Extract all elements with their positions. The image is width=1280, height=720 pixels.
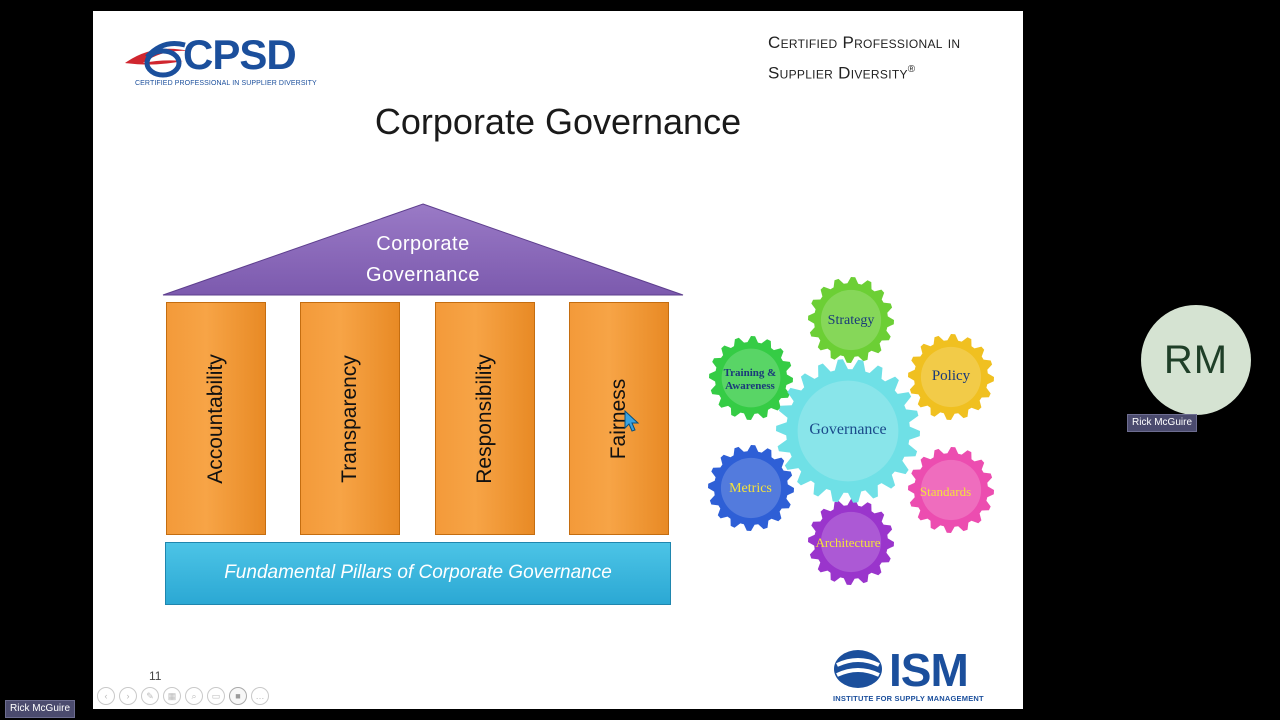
gear-label-metrics: Metrics [729, 481, 772, 496]
gear-label-training: Training & Awareness [715, 367, 785, 393]
gear-label-strategy: Strategy [827, 313, 875, 328]
pillar-label: Responsibility [473, 353, 496, 484]
registered-mark: ® [907, 64, 916, 75]
gear-training-highlight [721, 348, 781, 408]
temple-base-label: Fundamental Pillars of Corporate Governa… [224, 562, 612, 583]
swoosh-icon [125, 41, 189, 78]
ism-emblem-icon [834, 650, 882, 688]
gear-governance-highlight [797, 380, 899, 482]
gear-architecture-highlight [820, 511, 882, 573]
gear-label-training-line1: Training & [723, 367, 777, 379]
cpsd-logo-tagline: CERTIFIED PROFESSIONAL IN SUPPLIER DIVER… [135, 80, 317, 87]
cpsd-logo-word: CPSD [183, 31, 297, 78]
gear-metrics [708, 445, 794, 531]
gear-label-architecture: Architecture [815, 535, 881, 550]
mouse-cursor-icon [624, 409, 640, 432]
pen-icon[interactable]: ✎ [141, 687, 159, 705]
gear-strategy [808, 277, 894, 363]
certification-title: Certified Professional in Supplier Diver… [768, 29, 960, 87]
more-options-icon[interactable]: … [251, 687, 269, 705]
slide-title: Corporate Governance [374, 101, 742, 142]
gear-label-standards: Standards [919, 484, 972, 499]
pillar-responsibility: Responsibility [435, 302, 535, 535]
gear-standards-highlight [920, 459, 982, 521]
roof-label: Corporate Governance [323, 229, 523, 291]
gear-metrics-highlight [720, 457, 782, 519]
screen-icon[interactable]: ▭ [207, 687, 225, 705]
ism-logo-tagline: INSTITUTE FOR SUPPLY MANAGEMENT [833, 694, 984, 703]
gear-strategy-highlight [820, 289, 882, 351]
gear-governance [776, 359, 920, 503]
ism-logo-word: ISM [889, 644, 969, 696]
cpsd-logo: CPSD CERTIFIED PROFESSIONAL IN SUPPLIER … [123, 31, 317, 95]
participant-avatar[interactable]: RM [1141, 305, 1251, 415]
gears-graphic [708, 277, 994, 585]
gear-label-policy: Policy [931, 368, 971, 384]
participant-initials: RM [1163, 337, 1229, 382]
governance-gears: Governance Strategy Policy Training & Aw… [708, 271, 1008, 601]
all-slides-icon[interactable]: ▦ [163, 687, 181, 705]
roof-label-line2: Governance [366, 264, 480, 286]
pillar-accountability: Accountability [166, 302, 266, 535]
ism-logo: ISM INSTITUTE FOR SUPPLY MANAGEMENT [831, 647, 1001, 705]
zoom-icon[interactable]: ⌕ [185, 687, 203, 705]
shared-slide: CPSD CERTIFIED PROFESSIONAL IN SUPPLIER … [93, 11, 1023, 709]
gear-label-training-line2: Awareness [725, 380, 775, 392]
gear-policy [908, 334, 994, 420]
gear-training [709, 336, 793, 420]
camera-icon[interactable]: ■ [229, 687, 247, 705]
gear-standards [908, 447, 994, 533]
presenter-name-tag: Rick McGuire [5, 700, 76, 718]
participant-name-tag: Rick McGuire [1127, 414, 1198, 432]
temple-base: Fundamental Pillars of Corporate Governa… [165, 542, 671, 605]
gear-architecture [808, 499, 894, 585]
certification-title-line1: Certified Professional in [768, 33, 961, 52]
previous-slide-icon[interactable]: ‹ [97, 687, 115, 705]
certification-title-line2: Supplier Diversity [768, 63, 908, 83]
gear-label-governance: Governance [809, 421, 887, 438]
roof-label-line1: Corporate [376, 233, 470, 255]
pillar-label: Accountability [204, 353, 227, 484]
pillar-label: Transparency [338, 354, 361, 483]
temple-roof [162, 203, 684, 296]
slideshow-toolbar: ‹ › ✎ ▦ ⌕ ▭ ■ … [97, 687, 269, 705]
pillar-fairness: Fairness [569, 302, 669, 535]
page-number: 11 [149, 669, 162, 683]
pillar-transparency: Transparency [300, 302, 400, 535]
next-slide-icon[interactable]: › [119, 687, 137, 705]
gear-policy-highlight [920, 346, 982, 408]
